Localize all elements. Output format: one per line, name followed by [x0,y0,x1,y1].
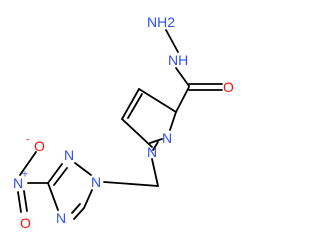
atom-triazole-n4: N [56,210,66,226]
atom-nitro-o: O [20,215,31,231]
atom-pyrazole-n2: N [162,130,172,146]
bond-n2-n1-b [152,141,159,151]
bond-c5-c4-1 [121,88,140,120]
bond-nh2-nh [165,29,179,53]
bond-n2-n1 [149,138,163,144]
atom-labels: NH2 NH O N N N N N N + O - O [13,14,234,231]
bonds [17,29,223,220]
atom-carbonyl-o: O [223,79,234,95]
bond-n1-ch2 [151,158,159,187]
structure-diagram: NH2 NH O N N N N N N + O - O [13,14,234,231]
bond-c3-tn4 [47,182,59,211]
atom-pyrazole-n1: N [147,144,157,160]
bond-nh-carbonyl-c [175,67,190,87]
bond-nitro-n-o-1 [17,191,22,213]
bond-carbonyl-c-c3 [175,86,190,113]
bond-ch2-triazole-n1 [103,181,159,187]
bond-tn1-tn2 [74,162,92,176]
bond-nitro-n-o-minus [19,151,37,176]
atom-nitro-o-minus: O [34,138,45,154]
atom-nitro-n-charge: + [22,170,28,181]
atom-nitro-o-minus-charge: - [26,135,29,146]
bond-tn2-c3-1 [47,163,63,184]
bond-tn4-c5-1 [73,207,85,220]
bond-c5-tn1 [83,189,93,209]
bond-tn2-c3-2 [53,167,68,186]
bond-tn4-c5-2 [71,203,81,214]
atom-triazole-n2: N [64,147,74,163]
bond-c3-n2 [169,111,177,131]
bond-nitro-n-o-2 [23,190,28,212]
atom-triazole-n1: N [91,174,101,190]
bond-c5-c4-2 [127,93,143,119]
atom-nitro-n: N [13,175,23,191]
bond-n1-c5 [121,118,153,148]
atom-nh2: NH2 [147,14,175,30]
bond-c4-c3 [138,88,177,113]
atom-nh: NH [168,52,188,68]
